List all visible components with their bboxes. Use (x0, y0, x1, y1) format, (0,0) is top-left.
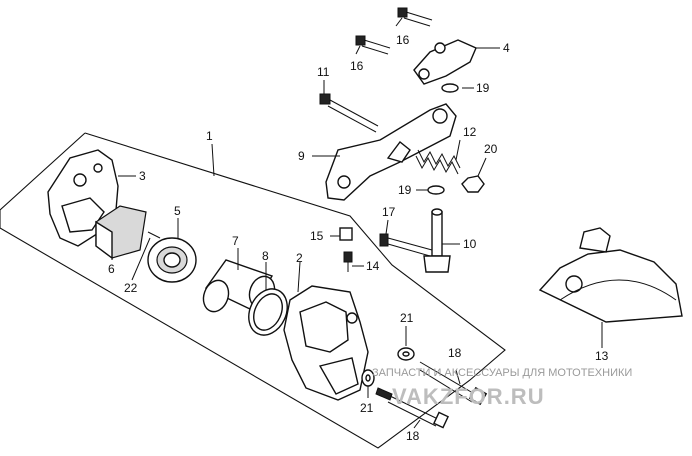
part-11-long-bolt (319, 93, 379, 133)
part-21-washer-upper (397, 347, 415, 361)
part-5-seal-ring (147, 237, 197, 283)
part-9-torque-arm (325, 103, 457, 201)
callout-15: 15 (310, 229, 324, 243)
callout-16-upper: 16 (396, 33, 410, 47)
part-17-bolt (379, 233, 433, 257)
callout-21-upper: 21 (400, 311, 414, 325)
callout-5: 5 (174, 204, 181, 218)
callout-18-upper: 18 (448, 346, 462, 360)
part-19-o-ring-upper (441, 83, 459, 93)
part-8-piston-seal-inner (253, 293, 283, 331)
callout-1: 1 (206, 129, 213, 143)
part-22-pin (147, 231, 161, 239)
part-19-o-ring-lower (427, 185, 445, 195)
callout-3: 3 (139, 169, 146, 183)
callout-12: 12 (463, 125, 477, 139)
part-16-bolt-upper (397, 7, 433, 27)
callout-2: 2 (296, 251, 303, 265)
part-12-spring (415, 149, 461, 175)
callout-17: 17 (382, 205, 396, 219)
callout-4: 4 (503, 41, 510, 55)
part-15-bleeder-cap (339, 227, 353, 241)
callout-13: 13 (595, 349, 609, 363)
leader-lines (111, 17, 603, 429)
callout-19-upper: 19 (476, 81, 490, 95)
part-14-bleeder-screw (343, 251, 353, 272)
callout-8: 8 (262, 249, 269, 263)
callout-6: 6 (108, 262, 115, 276)
callout-11: 11 (317, 65, 330, 79)
watermark-tagline: ЗАПЧАСТИ И АКСЕССУАРЫ ДЛЯ МОТОТЕХНИКИ (372, 367, 632, 379)
part-10-pivot-pin (423, 208, 451, 273)
callout-9: 9 (298, 149, 305, 163)
watermark: ЗАПЧАСТИ И АКСЕССУАРЫ ДЛЯ МОТОТЕХНИКИ VA… (372, 367, 632, 409)
callout-16-lower: 16 (350, 59, 364, 73)
part-20-nut (461, 175, 485, 193)
callout-labels: 1 2 3 4 5 6 7 8 9 10 11 12 13 14 15 16 1… (108, 33, 609, 443)
callout-7: 7 (232, 234, 239, 248)
callout-20: 20 (484, 142, 498, 156)
callout-10: 10 (463, 237, 477, 251)
part-13-caliper-cover (538, 227, 683, 323)
part-6-brake-pad (95, 205, 147, 260)
part-16-bolt-lower (355, 35, 391, 55)
part-2-caliper-body (283, 285, 369, 401)
callout-14: 14 (366, 259, 380, 273)
assembly-frame (0, 132, 506, 449)
callout-22: 22 (124, 281, 138, 295)
part-4-link-bracket (413, 39, 477, 85)
part-18-bolt-upper (419, 361, 488, 406)
callout-21-lower: 21 (360, 401, 374, 415)
callout-19-lower: 19 (398, 183, 412, 197)
watermark-site: VAKZFOR.RU (392, 384, 545, 409)
callout-18-lower: 18 (406, 429, 420, 443)
part-18-bolt-lower (375, 387, 449, 429)
